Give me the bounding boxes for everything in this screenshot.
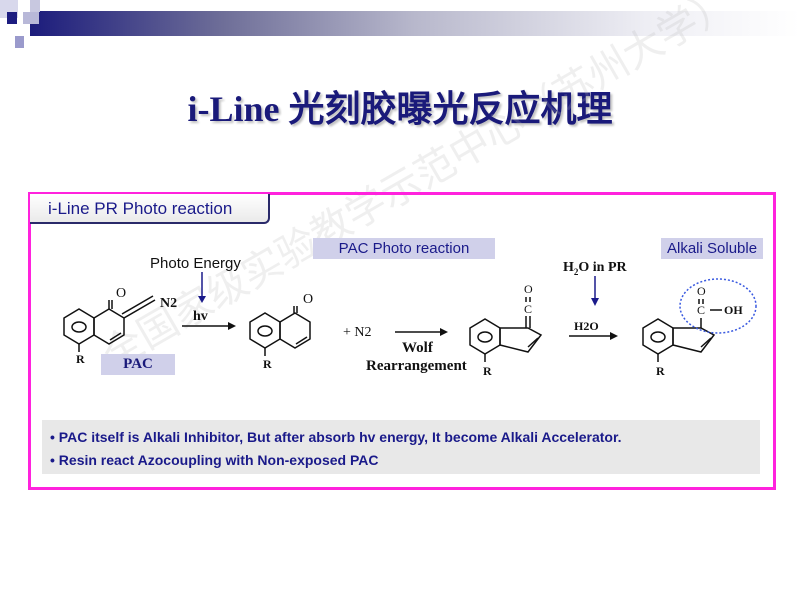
section-tab: i-Line PR Photo reaction — [30, 194, 270, 224]
o-text: O — [524, 282, 533, 296]
h2o-text: H2O — [574, 319, 599, 333]
o-text: O — [303, 292, 314, 307]
notes-box: • PAC itself is Alkali Inhibitor, But af… — [42, 420, 760, 474]
o-text: O — [697, 284, 706, 298]
hv-text: hv — [193, 309, 208, 324]
bullet-item: • Resin react Azocoupling with Non-expos… — [50, 452, 379, 468]
oh-text: OH — [724, 303, 743, 317]
r-text: R — [263, 357, 272, 371]
h2o-in-pr-label: H2O in PR — [563, 260, 627, 277]
c-text: C — [524, 302, 533, 316]
r-text: R — [483, 364, 492, 378]
r-text: R — [656, 364, 665, 378]
decor-square — [23, 12, 39, 24]
highlight-circle — [679, 278, 757, 334]
ketocarbene-molecule — [249, 306, 311, 356]
decor-square — [30, 0, 40, 12]
bullet-item: • PAC itself is Alkali Inhibitor, But af… — [50, 429, 622, 445]
pac-label: PAC — [101, 354, 175, 375]
rearrangement-text: Rearrangement — [366, 358, 467, 374]
pac-photo-reaction-label: PAC Photo reaction — [313, 238, 495, 259]
bullet-text: Resin react Azocoupling with Non-exposed… — [58, 452, 379, 468]
pac-molecule — [63, 295, 156, 352]
alkali-soluble-label: Alkali Soluble — [661, 238, 764, 259]
indene-carboxylic-acid-molecule — [642, 299, 722, 362]
wolf-text: Wolf — [402, 340, 433, 356]
decor-square — [7, 12, 17, 24]
decor-square — [15, 36, 24, 48]
o-text: O — [116, 286, 127, 301]
page-title: i-Line 光刻胶曝光反应机理 — [187, 89, 613, 129]
plus-n2-text: + N2 — [343, 325, 372, 340]
r-text: R — [76, 352, 85, 366]
bullet-text: PAC itself is Alkali Inhibitor, But afte… — [58, 429, 622, 445]
reaction-frame — [28, 192, 776, 490]
c-text: C — [697, 303, 706, 317]
photo-energy-label: Photo Energy — [150, 255, 241, 272]
header-gradient-bar — [30, 11, 800, 36]
ketene-molecule — [469, 297, 543, 362]
n2-text: N2 — [160, 296, 178, 311]
